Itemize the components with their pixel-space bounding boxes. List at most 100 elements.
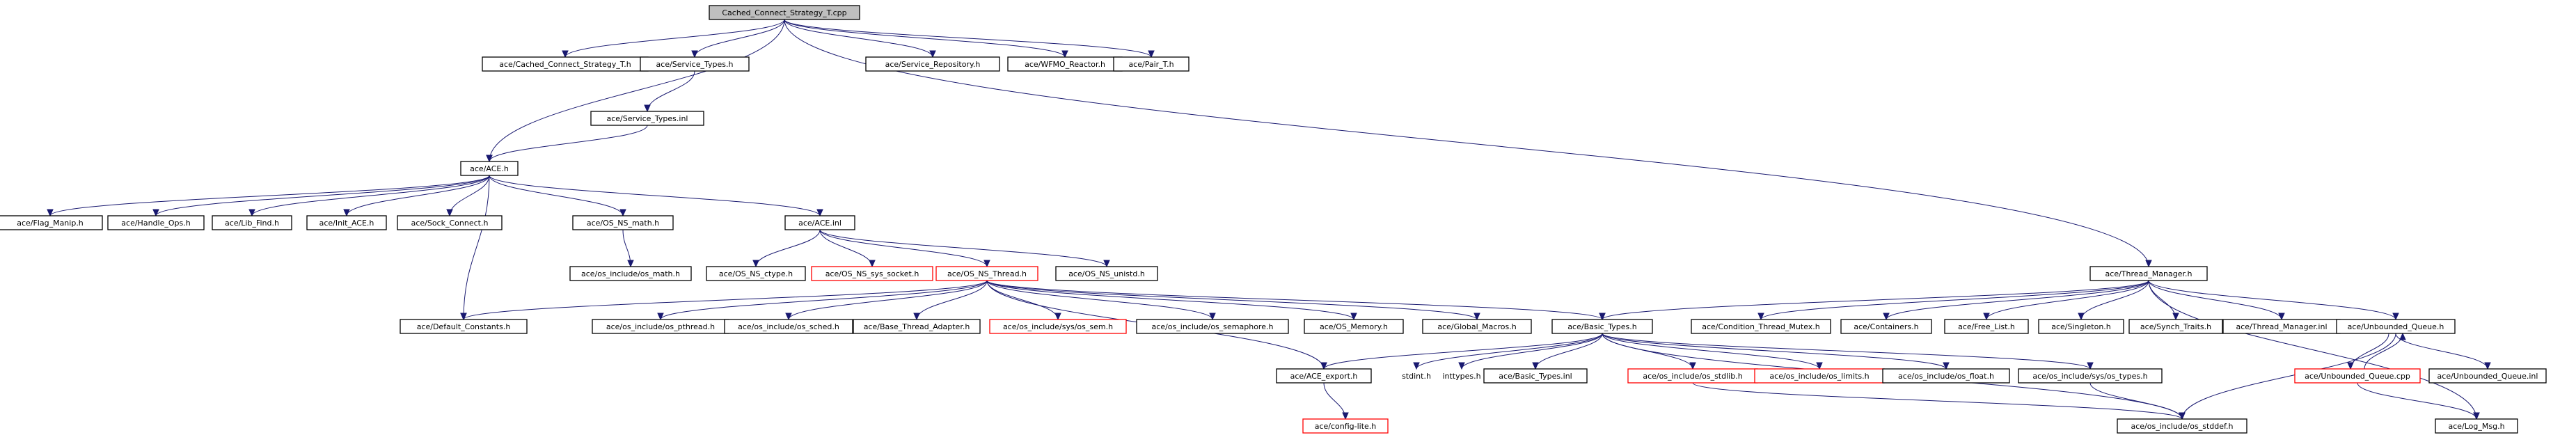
node-unbqcpp[interactable]: ace/Unbounded_Queue.cpp <box>2294 368 2421 384</box>
node-box <box>572 215 674 230</box>
node-aceinl[interactable]: ace/ACE.inl <box>784 215 855 230</box>
node-limits[interactable]: ace/os_include/os_limits.h <box>1754 368 1885 384</box>
node-synch[interactable]: ace/Synch_Traits.h <box>2128 319 2223 334</box>
edge-basictypes-to-stdint <box>1413 333 1603 370</box>
node-box <box>2128 319 2223 334</box>
node-stddef[interactable]: ace/os_include/os_stddef.h <box>2117 418 2247 434</box>
node-libfind[interactable]: ace/Lib_Find.h <box>212 215 292 230</box>
node-label: ace/os_include/os_stddef.h <box>2131 422 2233 431</box>
node-box <box>724 319 853 334</box>
node-label: ace/os_include/os_semaphore.h <box>1152 322 1274 331</box>
node-stdint[interactable]: stdint.h <box>1392 369 1441 383</box>
node-label: ace/os_include/sys/os_sem.h <box>1003 322 1113 331</box>
node-initace[interactable]: ace/Init_ACE.h <box>306 215 387 230</box>
node-label: ace/Cached_Connect_Strategy_T.h <box>499 60 631 69</box>
node-pair[interactable]: ace/Pair_T.h <box>1113 56 1190 72</box>
node-box <box>1422 319 1532 334</box>
node-logmsg[interactable]: ace/Log_Msg.h <box>2435 418 2518 434</box>
node-osnssyssock[interactable]: ace/OS_NS_sys_socket.h <box>811 266 933 281</box>
node-wfmo[interactable]: ace/WFMO_Reactor.h <box>1007 56 1123 72</box>
edge-unbq-to-unbqinl <box>2395 333 2491 370</box>
node-unbq[interactable]: ace/Unbounded_Queue.h <box>2336 319 2456 334</box>
edge-aceh-to-handle <box>152 175 490 217</box>
node-ccsh[interactable]: ace/Cached_Connect_Strategy_T.h <box>482 56 649 72</box>
node-box <box>1691 319 1831 334</box>
node-systypes[interactable]: ace/os_include/sys/os_types.h <box>2018 368 2163 384</box>
node-condmutex[interactable]: ace/Condition_Thread_Mutex.h <box>1691 319 1831 334</box>
node-singleton[interactable]: ace/Singleton.h <box>2038 319 2124 334</box>
node-flag[interactable]: ace/Flag_Manip.h <box>0 215 103 230</box>
edge-osnsmath-to-osmath <box>622 229 634 268</box>
node-osmem[interactable]: ace/OS_Memory.h <box>1304 319 1404 334</box>
node-float[interactable]: ace/os_include/os_float.h <box>1882 368 2010 384</box>
node-globmac[interactable]: ace/Global_Macros.h <box>1422 319 1532 334</box>
node-box <box>2428 368 2547 384</box>
node-srh[interactable]: ace/Service_Repository.h <box>865 56 1000 72</box>
node-box <box>640 56 750 72</box>
node-label: ace/Sock_Connect.h <box>411 219 489 228</box>
node-label: ace/ACE_export.h <box>1290 372 1358 381</box>
node-btinl[interactable]: ace/Basic_Types.inl <box>1483 368 1588 384</box>
node-tminl[interactable]: ace/Thread_Manager.inl <box>2222 319 2341 334</box>
node-root[interactable]: Cached_Connect_Strategy_T.cpp <box>709 5 860 20</box>
node-box <box>1055 266 1158 281</box>
edge-osnsthread-to-pthread <box>657 280 988 321</box>
node-label: ace/Basic_Types.h <box>1567 322 1636 331</box>
node-stinl[interactable]: ace/Service_Types.inl <box>590 111 704 126</box>
node-label: ace/Synch_Traits.h <box>2140 322 2211 331</box>
node-inttypes[interactable]: inttypes.h <box>1434 369 1490 383</box>
node-syssem[interactable]: ace/os_include/sys/os_sem.h <box>989 319 1127 334</box>
node-stdlib[interactable]: ace/os_include/os_stdlib.h <box>1627 368 1758 384</box>
node-freelist[interactable]: ace/Free_List.h <box>1944 319 2029 334</box>
node-label: ace/Basic_Types.inl <box>1499 372 1572 381</box>
node-osmath[interactable]: ace/os_include/os_math.h <box>569 266 692 281</box>
node-sock[interactable]: ace/Sock_Connect.h <box>397 215 503 230</box>
node-handle[interactable]: ace/Handle_Ops.h <box>107 215 205 230</box>
edge-stdlib-to-stddef <box>1692 382 2186 420</box>
node-box <box>706 266 806 281</box>
node-label: ace/OS_NS_math.h <box>587 219 659 228</box>
node-osnsthread[interactable]: ace/OS_NS_Thread.h <box>935 266 1038 281</box>
node-label: ace/ACE.inl <box>798 219 841 228</box>
node-basethr[interactable]: ace/Base_Thread_Adapter.h <box>853 319 981 334</box>
node-configlite[interactable]: ace/config-lite.h <box>1302 418 1389 434</box>
node-osnsmath[interactable]: ace/OS_NS_math.h <box>572 215 674 230</box>
node-box <box>0 215 103 230</box>
node-threadmgr[interactable]: ace/Thread_Manager.h <box>2089 266 2208 281</box>
node-label: inttypes.h <box>1442 372 1480 381</box>
node-aceh[interactable]: ace/ACE.h <box>460 161 519 176</box>
node-sched[interactable]: ace/os_include/os_sched.h <box>724 319 853 334</box>
edge-osnsthread-to-syssem <box>986 280 1061 321</box>
edge-aceh-to-osnsmath <box>489 175 626 217</box>
node-containers[interactable]: ace/Containers.h <box>1840 319 1932 334</box>
edge-osnsthread-to-basethr <box>913 280 988 321</box>
edge-aceinl-to-osnsunistd <box>819 229 1110 268</box>
node-aceexport[interactable]: ace/ACE_export.h <box>1276 368 1372 384</box>
edge-root-to-ccsh <box>562 19 785 58</box>
node-box <box>1483 368 1588 384</box>
node-semaphore[interactable]: ace/os_include/os_semaphore.h <box>1136 319 1289 334</box>
edge-stinl-to-aceh <box>486 125 648 163</box>
node-label: ace/OS_NS_ctype.h <box>719 269 793 278</box>
node-defconst[interactable]: ace/Default_Constants.h <box>400 319 528 334</box>
edge-threadmgr-to-synch <box>2148 280 2179 321</box>
node-osnsunistd[interactable]: ace/OS_NS_unistd.h <box>1055 266 1158 281</box>
node-basictypes[interactable]: ace/Basic_Types.h <box>1551 319 1653 334</box>
node-unbqinl[interactable]: ace/Unbounded_Queue.inl <box>2428 368 2547 384</box>
edge-osnsthread-to-semaphore <box>986 280 1216 321</box>
node-box <box>569 266 692 281</box>
node-sth[interactable]: ace/Service_Types.h <box>640 56 750 72</box>
edge-unbqcpp-to-unbq <box>2364 332 2406 370</box>
node-osnsctype[interactable]: ace/OS_NS_ctype.h <box>706 266 806 281</box>
node-box <box>306 215 387 230</box>
edge-aceinl-to-osnsctype <box>752 229 821 268</box>
edge-basictypes-to-aceexport <box>1320 333 1603 370</box>
node-box <box>2018 368 2163 384</box>
node-box <box>1944 319 2029 334</box>
node-label: Cached_Connect_Strategy_T.cpp <box>722 8 846 17</box>
edge-unbqcpp-to-logmsg <box>2357 382 2480 420</box>
node-pthread[interactable]: ace/os_include/os_pthread.h <box>592 319 729 334</box>
edges-layer <box>47 19 2491 420</box>
edge-threadmgr-to-unbq <box>2148 280 2399 321</box>
edge-root-to-aceh <box>486 19 785 163</box>
